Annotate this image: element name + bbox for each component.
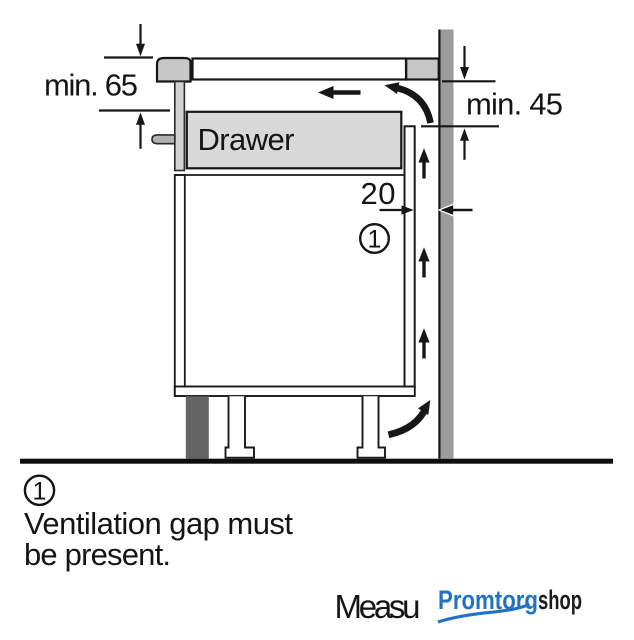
svg-text:be present.: be present. xyxy=(24,537,171,572)
svg-text:shop: shop xyxy=(538,585,582,615)
svg-text:1: 1 xyxy=(368,226,382,254)
svg-text:Promtorg: Promtorg xyxy=(438,585,538,615)
svg-text:20: 20 xyxy=(361,176,396,211)
svg-text:Measu: Measu xyxy=(335,588,421,625)
svg-text:Drawer: Drawer xyxy=(198,122,295,157)
svg-text:Ventilation gap must: Ventilation gap must xyxy=(24,506,293,541)
svg-text:min. 45: min. 45 xyxy=(466,87,563,122)
svg-text:min. 65: min. 65 xyxy=(44,68,138,103)
svg-text:1: 1 xyxy=(33,478,47,506)
